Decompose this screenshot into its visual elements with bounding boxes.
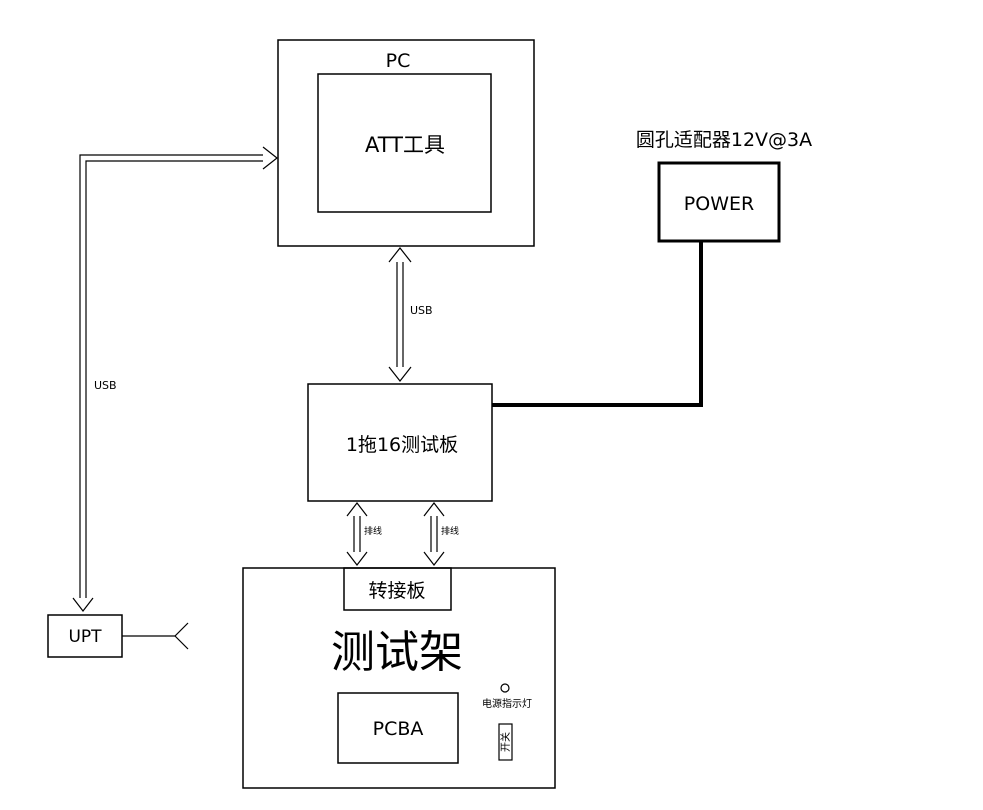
antenna-icon [122,622,189,650]
att-tool-box [317,73,492,213]
power-box [657,161,781,243]
att-tool-label: ATT工具 [365,133,445,157]
adapter-board-box [343,567,452,611]
upt-label: UPT [68,627,102,647]
usb-label-pc-board: USB [410,304,433,317]
test-board-box [307,383,493,502]
usb-arrow-pc-upt [72,146,278,612]
test-board-label: 1拖16测试板 [346,434,458,456]
switch-label: 开关 [499,732,512,752]
pcba-box [337,692,459,764]
ribbon-arrow-right [423,502,445,566]
ribbon-label-left: 排线 [364,525,382,537]
adapter-board-label: 转接板 [368,580,425,602]
usb-arrow-pc-board [388,247,412,382]
power-caption: 圆孔适配器12V@3A [636,129,812,151]
pc-label: PC [386,50,411,72]
power-cable [492,241,703,407]
ribbon-label-right: 排线 [441,525,459,537]
pc-box [277,39,535,247]
switch-box [498,723,513,761]
pcba-label: PCBA [373,718,424,740]
power-indicator-icon [500,683,510,693]
power-label: POWER [684,193,754,215]
power-indicator-label: 电源指示灯 [482,697,532,710]
test-fixture-title: 测试架 [331,627,463,678]
ribbon-arrow-left [346,502,368,566]
usb-label-upt: USB [94,379,117,392]
